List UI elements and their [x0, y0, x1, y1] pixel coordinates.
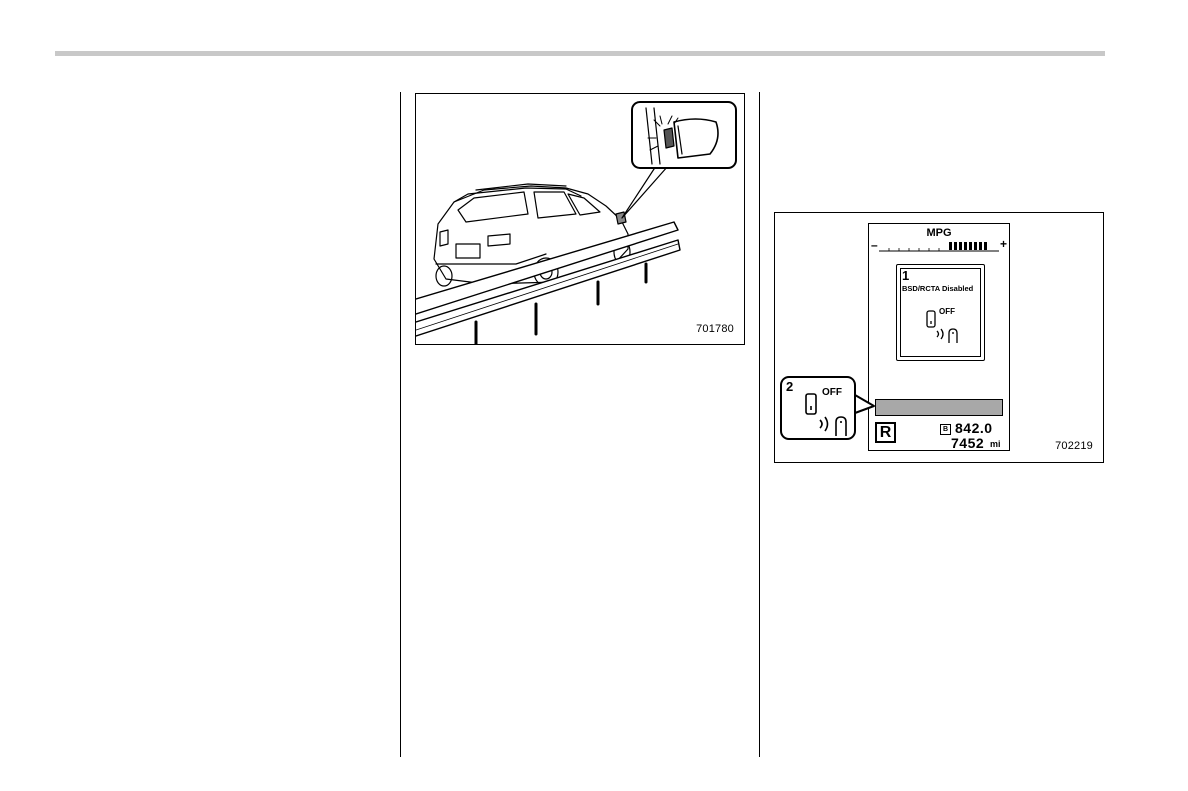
column-divider-right	[759, 92, 760, 757]
callout-2: 2 OFF	[780, 376, 856, 440]
figure-id: 701780	[696, 323, 734, 335]
callout-off-label: OFF	[822, 387, 842, 398]
header-rule	[55, 51, 1105, 56]
figure-car-guardrail: 701780	[415, 93, 745, 345]
figure-id: 702219	[1055, 440, 1093, 452]
column-divider-left	[400, 92, 401, 757]
callout-number: 2	[786, 379, 793, 394]
car-illustration	[416, 94, 745, 345]
figure-display: MPG – + 1 BSD/RCTA Disabled	[774, 212, 1104, 463]
